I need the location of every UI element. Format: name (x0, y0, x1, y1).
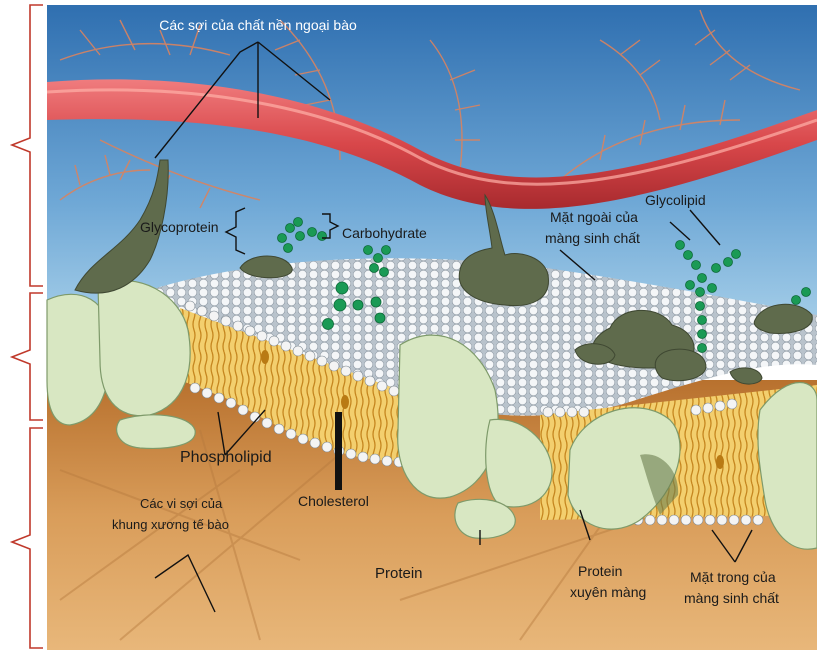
label-cytoskeleton-2: khung xương tế bào (112, 517, 229, 532)
label-carbohydrate: Carbohydrate (342, 225, 427, 241)
cholesterol-pointer (335, 412, 342, 490)
label-protein: Protein (375, 565, 423, 582)
bracket-extracellular (12, 5, 43, 286)
label-glycolipid: Glycolipid (645, 192, 706, 208)
label-transmembrane-1: Protein (578, 563, 622, 579)
label-transmembrane-2: xuyên màng (570, 584, 646, 600)
protein-left-3 (117, 415, 196, 449)
label-outer-surface-1: Mặt ngoài của (550, 209, 638, 225)
label-inner-surface-2: màng sinh chất (684, 590, 779, 606)
label-glycoprotein: Glycoprotein (140, 219, 219, 235)
bracket-membrane (12, 293, 43, 420)
bracket-cytoplasm (12, 428, 43, 648)
region-brackets (12, 5, 43, 648)
label-cholesterol: Cholesterol (298, 493, 369, 509)
label-inner-surface-1: Mặt trong của (690, 569, 776, 585)
glycoprotein-bump-4 (655, 349, 706, 381)
label-ecm-fibers: Các sợi của chất nền ngoại bào (159, 17, 357, 33)
label-phospholipid: Phospholipid (180, 449, 272, 466)
label-cytoskeleton-1: Các vi sợi của (140, 496, 223, 511)
label-outer-surface-2: màng sinh chất (545, 230, 640, 246)
